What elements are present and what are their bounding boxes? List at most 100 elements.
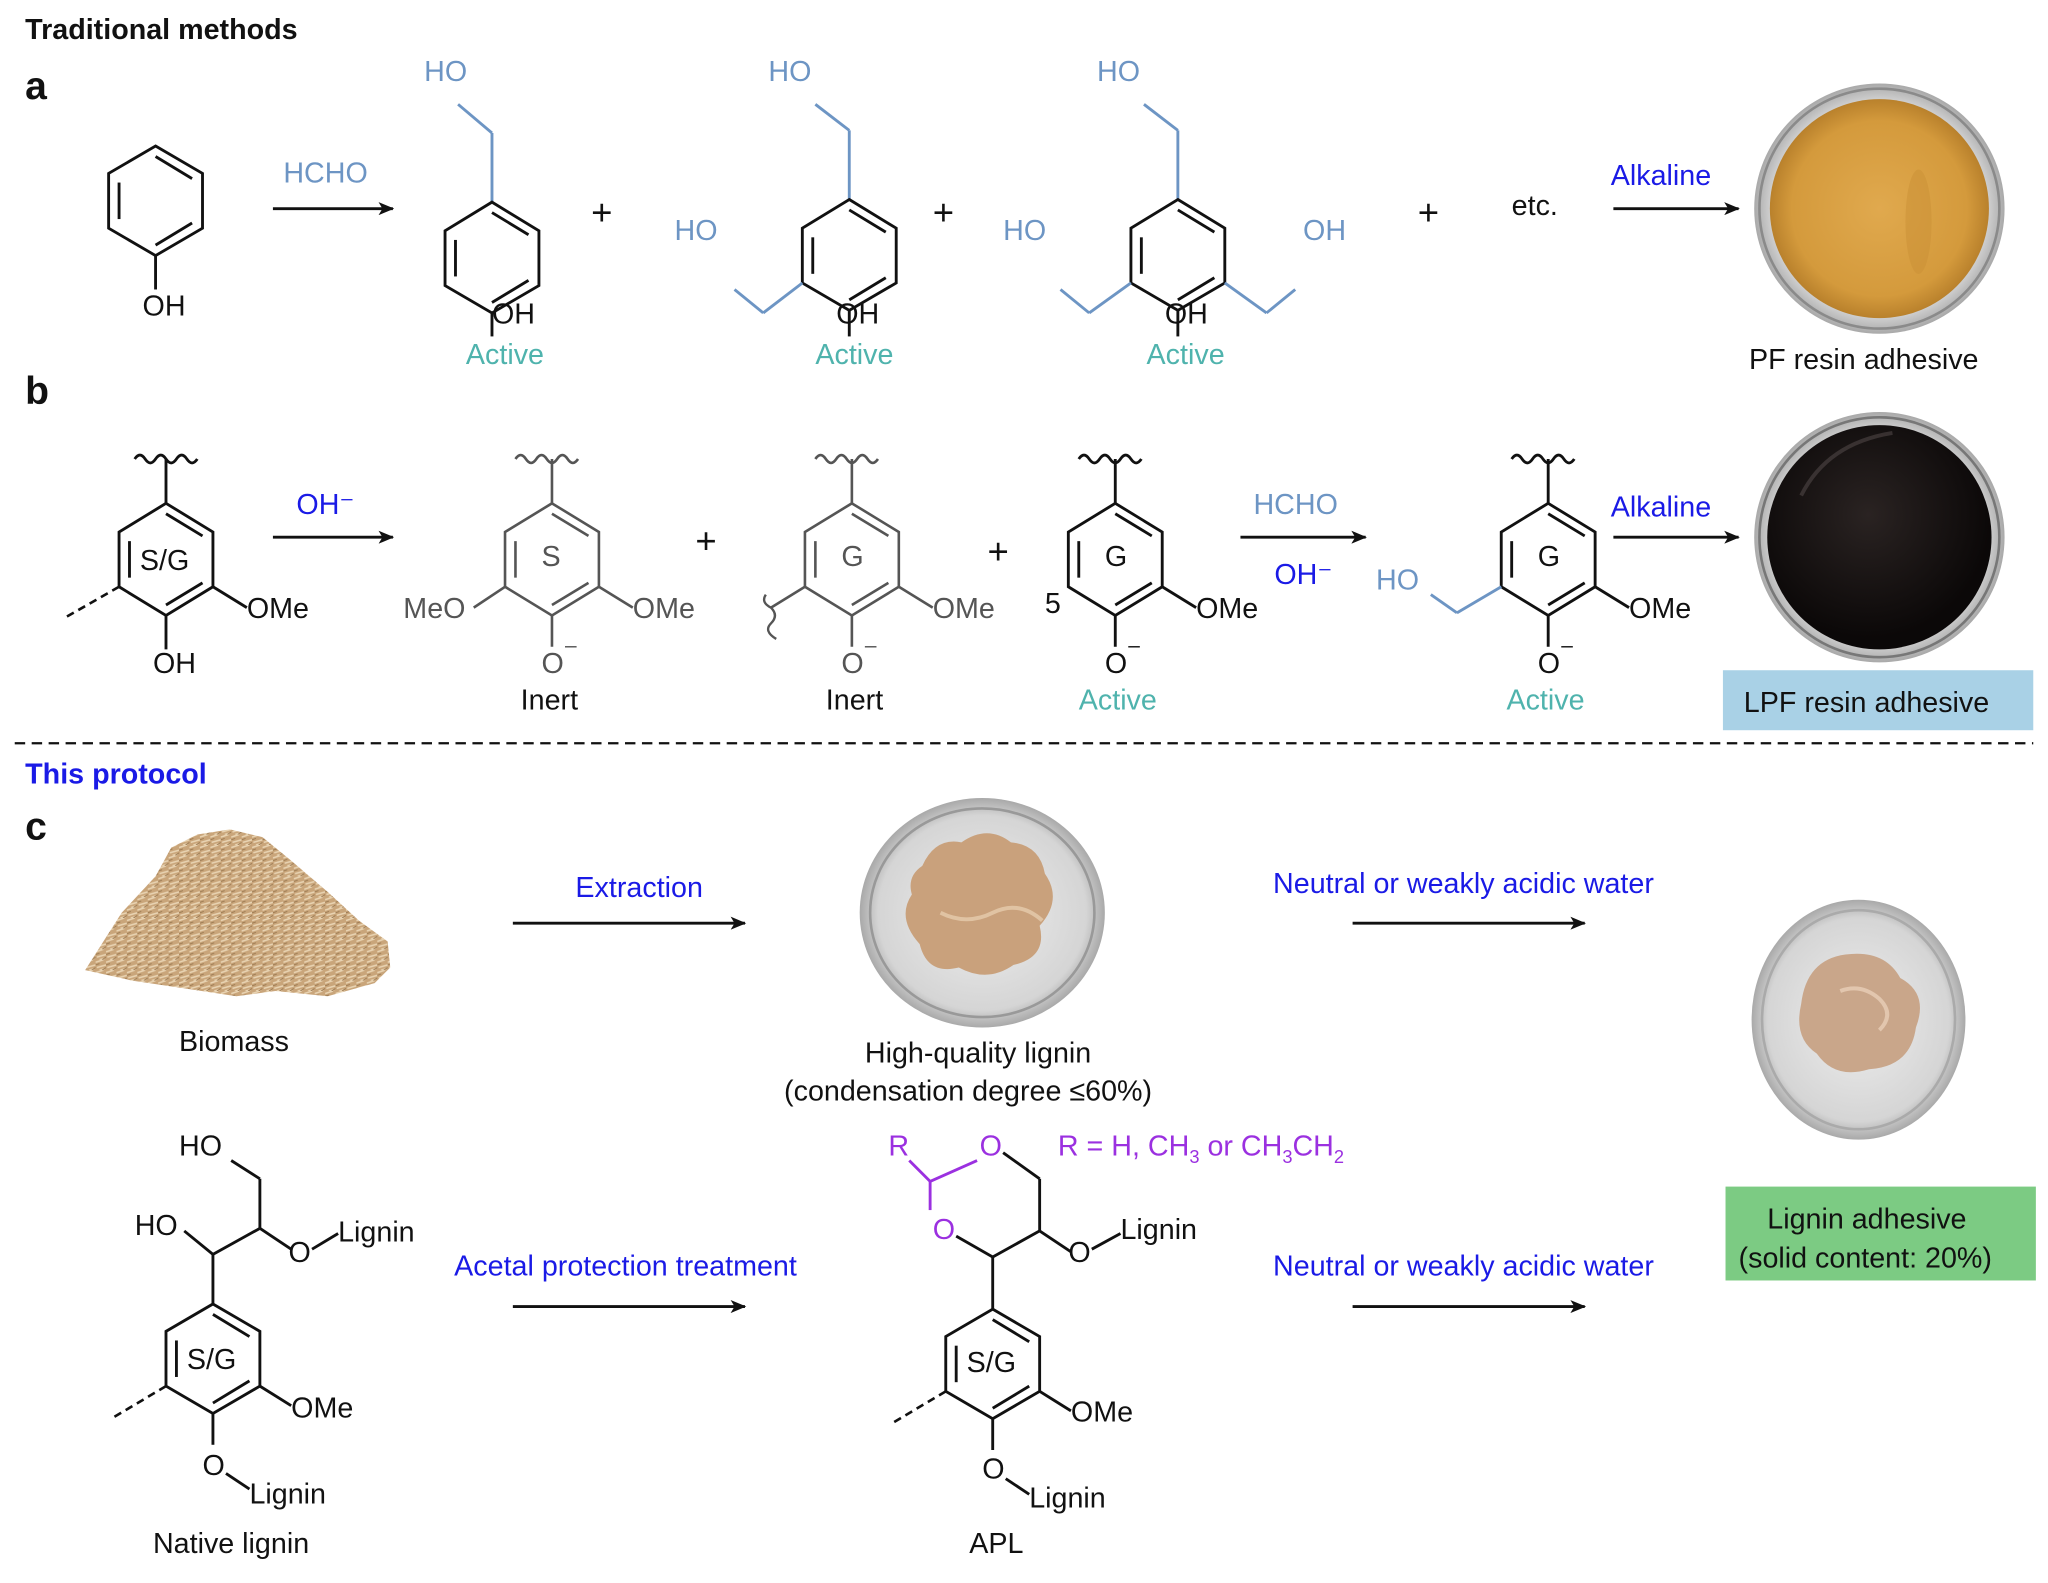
o-label: O (933, 1214, 955, 1246)
r-def-sub2: 3 (1282, 1146, 1292, 1167)
alkaline-label-a: Alkaline (1611, 160, 1711, 192)
oh-label: OH (492, 298, 535, 330)
hydroxide-reagent-label: OH⁻ (1274, 559, 1332, 591)
biomass-label: Biomass (179, 1026, 289, 1058)
r-def-mid: or CH (1199, 1130, 1282, 1162)
pf-resin-label: PF resin adhesive (1749, 344, 1979, 376)
ome-label: OMe (633, 593, 695, 625)
lignin-label-2: (condensation degree ≤60%) (784, 1076, 1152, 1108)
meo-label: MeO (403, 593, 465, 625)
ring-label: S/G (187, 1344, 236, 1376)
plus-sign: + (591, 191, 612, 232)
oh-label: OH (153, 648, 196, 680)
panel-label-c: c (25, 806, 47, 849)
o-bottom-label: O (982, 1454, 1004, 1486)
lignin-sg-unit: S/G OMe OH (63, 453, 309, 680)
lignin-adhesive-dish-photo (1751, 899, 1966, 1140)
ome-label: OMe (291, 1392, 353, 1424)
phenol-oh-label: OH (143, 291, 186, 323)
ome-label: OMe (933, 593, 995, 625)
lignin-label: Lignin (1120, 1214, 1197, 1246)
g-unit-active: 5 G OMe O – Active (1045, 453, 1258, 716)
biomass-photo (85, 829, 391, 997)
inert-label: Inert (521, 684, 578, 716)
lignin-adhesive-label-1: Lignin adhesive (1767, 1203, 1966, 1235)
alkaline-label-b: Alkaline (1611, 491, 1711, 523)
water-label-1: Neutral or weakly acidic water (1273, 868, 1654, 900)
ome-label: OMe (1629, 593, 1691, 625)
hcho-reagent-label: HCHO (283, 158, 367, 190)
charge-label: – (565, 634, 577, 657)
oh-label: OH (836, 298, 879, 330)
o-label: O (980, 1130, 1002, 1162)
ring-label: G (841, 541, 863, 573)
water-label-2: Neutral or weakly acidic water (1273, 1250, 1654, 1282)
g-unit-inert: G OMe O – Inert (762, 453, 995, 716)
lignin-adhesive-label-box (1725, 1186, 2036, 1281)
ho-label: HO (1376, 564, 1419, 596)
ho-label: HO (424, 56, 467, 88)
inert-label: Inert (826, 684, 883, 716)
active-label: Active (1079, 684, 1157, 716)
coefficient-label: 5 (1045, 588, 1061, 620)
native-lignin-label: Native lignin (153, 1528, 309, 1560)
product-monomethylol: HO OH Active (424, 56, 544, 371)
panel-label-a: a (25, 65, 47, 108)
lignin-bottom-label: Lignin (1029, 1482, 1106, 1514)
phenol-molecule: OH (107, 144, 204, 323)
lignin-adhesive-label-2: (solid content: 20%) (1739, 1242, 1992, 1274)
active-label: Active (1506, 684, 1584, 716)
o-bottom-label: O (203, 1450, 225, 1482)
lpf-resin-label: LPF resin adhesive (1744, 687, 1989, 719)
active-label: Active (1147, 339, 1225, 371)
oxide-label: O (542, 648, 564, 680)
heading-protocol: This protocol (25, 759, 207, 791)
oh-label: OH (1303, 215, 1346, 247)
ome-label: OMe (1071, 1396, 1133, 1428)
active-label: Active (466, 339, 544, 371)
lignin-label-1: High-quality lignin (865, 1038, 1091, 1070)
r-def-prefix: R = H, CH (1058, 1130, 1189, 1162)
product-trimethylol: HO HO OH OH Active (1003, 56, 1346, 371)
ring-label: S/G (140, 545, 189, 577)
oxide-label: O (841, 648, 863, 680)
ho-label: HO (1097, 56, 1140, 88)
o-label: O (1068, 1237, 1090, 1269)
r-def-sub1: 3 (1189, 1146, 1199, 1167)
charge-label: – (1561, 634, 1573, 657)
native-lignin-structure: HO HO O Lignin S/G OMe O Lignin Native l… (110, 1130, 415, 1560)
lignin-dish-photo (859, 798, 1105, 1028)
active-label: Active (815, 339, 893, 371)
acetal-label: Acetal protection treatment (454, 1250, 797, 1282)
ome-label: OMe (247, 593, 309, 625)
ho-mid-label: HO (135, 1210, 178, 1242)
r-def-mid2: CH (1292, 1130, 1333, 1162)
ho-label: HO (675, 215, 718, 247)
lpf-resin-dish-photo (1754, 412, 2005, 663)
ome-label: OMe (1196, 593, 1258, 625)
ho-top-label: HO (179, 1130, 222, 1162)
charge-label: – (865, 634, 877, 657)
hydroxymethyl-g-unit: G HO OMe O – Active (1376, 453, 1691, 716)
hcho-reagent-label: HCHO (1253, 489, 1337, 521)
ring-label: G (1538, 541, 1560, 573)
charge-label: – (1128, 634, 1140, 657)
lignin-label: Lignin (338, 1216, 415, 1248)
s-unit-inert: S MeO OMe O – Inert (403, 453, 695, 716)
plus-sign: + (987, 530, 1008, 571)
product-dimethylol: HO HO OH Active (675, 56, 898, 371)
plus-sign: + (1418, 191, 1439, 232)
hydroxide-reagent-label: OH⁻ (296, 489, 354, 521)
lpf-resin-label-box (1722, 670, 2034, 731)
oxide-label: O (1538, 648, 1560, 680)
lignin-bottom-label: Lignin (249, 1478, 326, 1510)
pf-resin-dish-photo (1754, 83, 2005, 334)
ho-label: HO (768, 56, 811, 88)
ring-label: S/G (967, 1347, 1016, 1379)
r-label: R (888, 1130, 909, 1162)
oh-label: OH (1165, 298, 1208, 330)
ho-label: HO (1003, 215, 1046, 247)
etc-label: etc. (1512, 190, 1558, 222)
o-label: O (289, 1237, 311, 1269)
